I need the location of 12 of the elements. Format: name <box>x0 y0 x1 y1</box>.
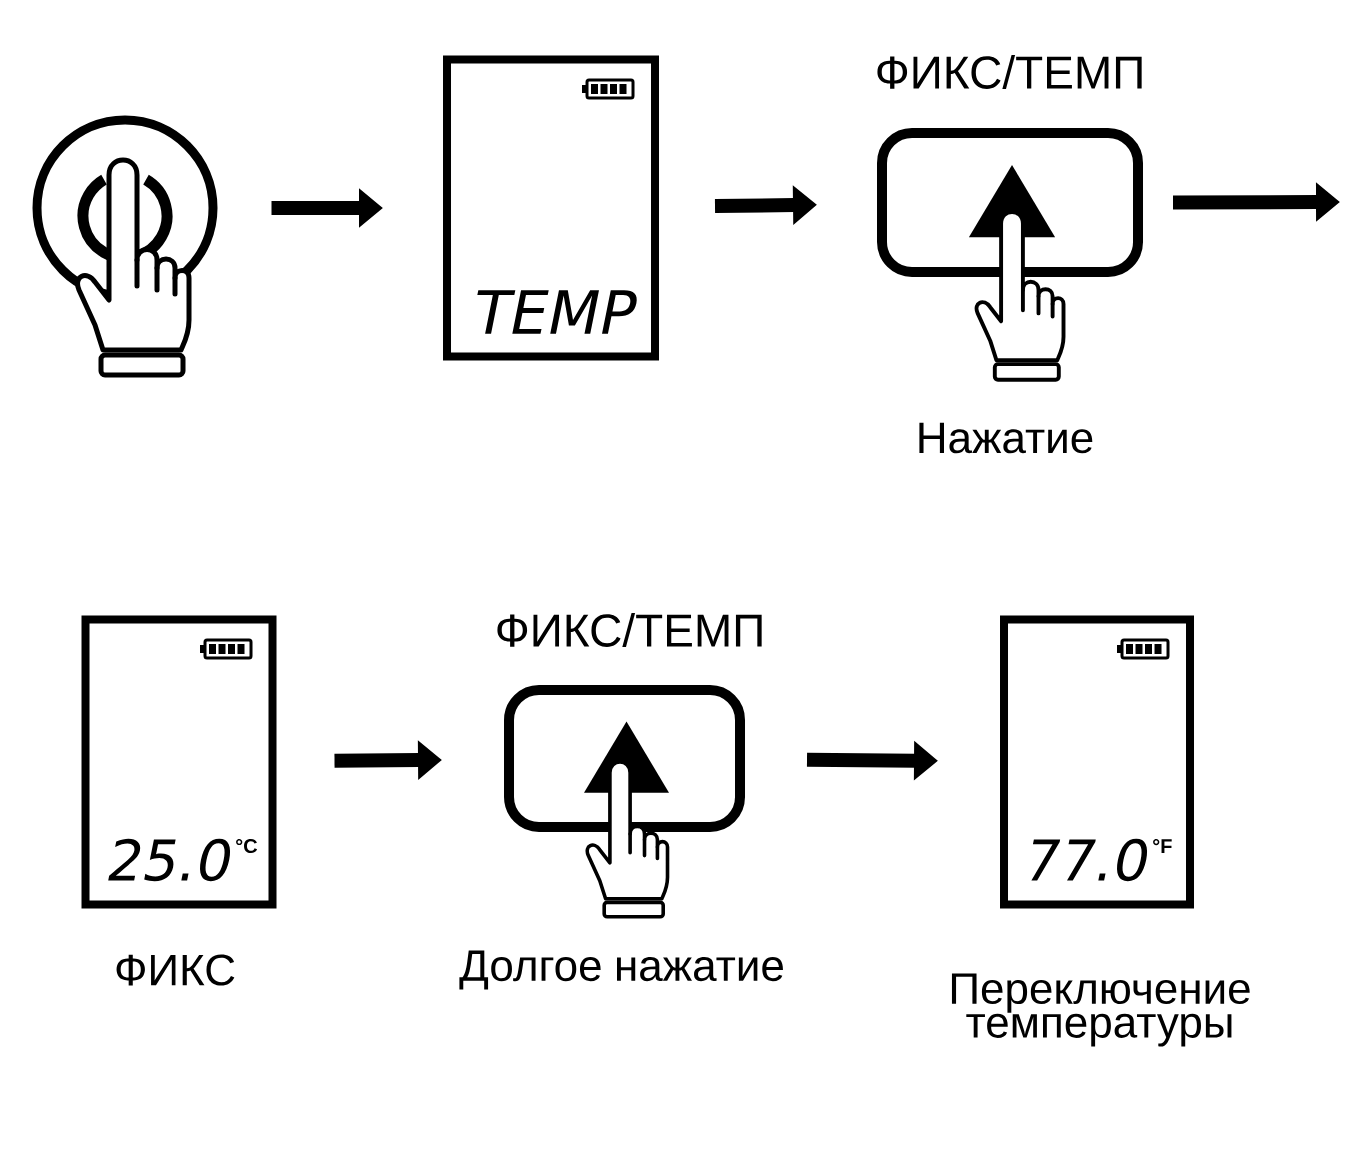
button-label: ФИКС/ТЕМП <box>877 55 1142 89</box>
unit-symbol: °C <box>236 838 258 854</box>
display-readout: 77.0 <box>1031 838 1148 882</box>
node-label: ФИКС <box>116 954 235 986</box>
node-label: Переключение температуры <box>951 973 1250 1047</box>
node-label: Долгое нажатие <box>459 950 783 990</box>
unit-symbol: °F <box>1153 839 1172 853</box>
power-button-drawing <box>32 115 218 378</box>
display-readout: 25.0 <box>108 838 231 882</box>
button-label: ФИКС/ТЕМП <box>497 613 762 647</box>
display-readout: TEMP <box>477 290 637 334</box>
node-label: Нажатие <box>919 422 1093 454</box>
